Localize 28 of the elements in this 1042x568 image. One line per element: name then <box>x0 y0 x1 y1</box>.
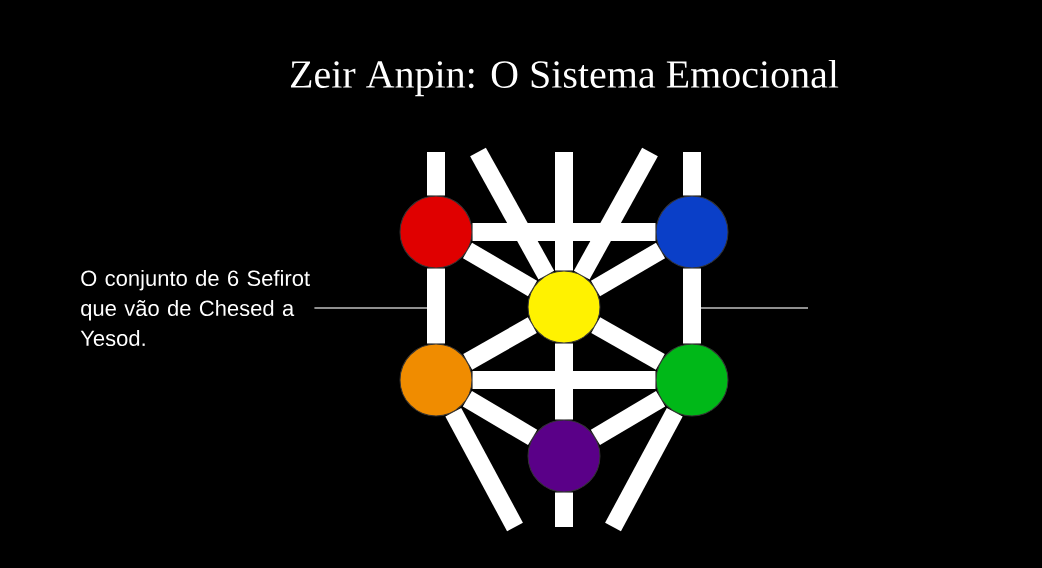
path-bar <box>555 343 573 420</box>
path-bar <box>472 223 656 241</box>
path-bar <box>555 152 573 271</box>
circle <box>399 343 473 417</box>
path-bar <box>427 268 445 344</box>
path-bar <box>462 242 538 297</box>
path-bar <box>462 390 538 446</box>
title: Zeir Anpin: O Sistema Emocional <box>290 59 839 97</box>
path-bar <box>590 390 666 446</box>
path-bar <box>683 268 701 344</box>
path-bar <box>605 407 683 532</box>
circle <box>655 195 729 269</box>
path-bar <box>427 152 445 196</box>
path-bar <box>590 242 666 297</box>
leader-line <box>313 307 428 309</box>
path-bar <box>463 317 537 370</box>
path-bar <box>472 371 656 389</box>
path-bar <box>555 492 573 527</box>
path-bar <box>445 407 523 532</box>
text-label: O conjunto de 6 Sefirot que vão de Chesed a Yesod. <box>80 269 310 347</box>
circle <box>527 419 601 493</box>
path-bar <box>573 147 658 280</box>
circle <box>655 343 729 417</box>
path-bar <box>683 152 701 196</box>
path-bar <box>470 147 555 280</box>
path-bar <box>591 317 665 370</box>
circle <box>527 270 601 344</box>
circle <box>399 195 473 269</box>
